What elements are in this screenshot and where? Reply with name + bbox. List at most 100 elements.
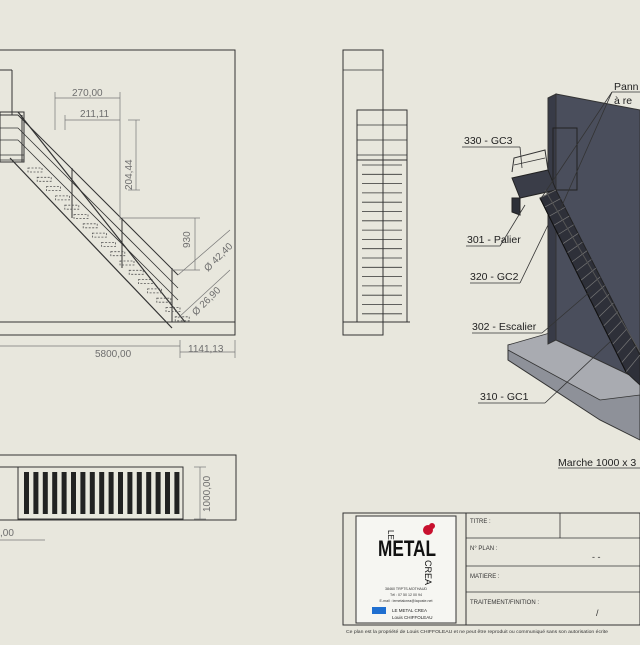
- hidden-step: [55, 195, 70, 201]
- iso-step: [571, 250, 588, 263]
- side-view-frame: [0, 49, 236, 336]
- traitement-value: /: [596, 608, 599, 618]
- hidden-step: [92, 232, 107, 238]
- iso-step: [548, 207, 566, 217]
- logo-company: LE METAL CREA: [392, 608, 427, 613]
- handrail: [17, 114, 179, 276]
- label-titre: TITRE :: [470, 519, 491, 525]
- callout-escalier: 302 - Escalier: [472, 321, 537, 333]
- label-plan: N° PLAN :: [470, 546, 498, 552]
- logo-line3: CREA: [423, 560, 433, 585]
- logo-line2: METAL: [378, 536, 436, 561]
- plan-tread: [165, 472, 170, 514]
- hidden-step: [147, 288, 163, 294]
- iso-step-lines: [539, 189, 640, 373]
- callout-gc1: 310 - GC1: [480, 391, 529, 403]
- hidden-step: [101, 241, 116, 247]
- callout-gc3: 330 - GC3: [464, 135, 513, 147]
- iso-step: [575, 259, 592, 272]
- isometric-view: [507, 93, 640, 441]
- logo-address2: Tél : 07 50 12 00 94: [390, 593, 422, 597]
- hidden-step: [119, 260, 135, 266]
- landing-platform: [0, 111, 25, 163]
- iso-step: [580, 267, 597, 281]
- plan-tread: [61, 472, 67, 514]
- logo-address1: 38460 TRPTS-MOTHAUD: [385, 587, 427, 591]
- iso-step: [566, 241, 583, 254]
- plan-tread: [127, 472, 133, 514]
- hidden-step: [128, 269, 144, 275]
- plan-tread: [108, 472, 114, 514]
- callout-palier: 301 - Palier: [467, 234, 521, 246]
- callout-gc2: 320 - GC2: [470, 271, 519, 283]
- plan-tread: [80, 472, 86, 514]
- dim-00: ,00: [0, 528, 14, 539]
- iso-step: [603, 311, 619, 327]
- hidden-step: [64, 204, 80, 210]
- iso-step: [607, 320, 623, 336]
- iso-step: [557, 224, 574, 235]
- front-view: [342, 49, 410, 336]
- plan-tread: [118, 472, 123, 514]
- plan-stair: [17, 466, 184, 520]
- plan-tread: [71, 472, 76, 514]
- copyright-footer: Ce plan est la propriété de Louis CHIFFO…: [346, 629, 608, 634]
- dim-270: 270,00: [72, 88, 103, 99]
- logo-person: Louis CHIFFOLEAU: [392, 615, 433, 620]
- front-step-lines: [362, 164, 402, 315]
- side-view-dimension-text: 270,00 211,11 204,44 930 Ø 42,40 Ø 26,90…: [72, 88, 236, 360]
- label-traitement: TRAITEMENT/FINITION :: [470, 600, 539, 606]
- plan-tread: [33, 472, 39, 514]
- plan-view-dimension-text: 1000,00 ,00: [0, 475, 213, 539]
- hidden-step: [46, 186, 61, 192]
- hidden-step: [137, 279, 153, 285]
- logo-line1: LE: [386, 530, 395, 540]
- dim-phi26: Ø 26,90: [190, 285, 223, 318]
- iso-step: [562, 233, 579, 245]
- iso-step: [625, 354, 640, 373]
- side-view-dimensions: [0, 92, 236, 358]
- iso-step: [612, 328, 627, 345]
- handrail-mid: [17, 127, 179, 289]
- front-stair-flight: [356, 159, 408, 323]
- stringer-bottom: [9, 157, 173, 329]
- plan-tread: [155, 472, 161, 514]
- label-matiere: MATIERE :: [470, 574, 500, 580]
- hidden-step-lines: [27, 167, 190, 322]
- callout-leaders: [462, 91, 640, 469]
- iso-step: [553, 215, 570, 226]
- iso-handrail: [544, 189, 640, 353]
- iso-door: [552, 127, 578, 191]
- plan-tread-lines: [24, 472, 180, 514]
- logo-panel: [355, 515, 457, 624]
- iso-step: [621, 346, 636, 364]
- dim-1141: 1141,13: [188, 344, 224, 355]
- callout-panneau-line1: Pann: [614, 81, 639, 93]
- iso-step: [616, 337, 632, 354]
- iso-step: [598, 302, 614, 318]
- plan-tread: [52, 472, 58, 514]
- logo-address3: E-mail : lemetalcrea@laposte.net: [380, 599, 433, 603]
- dim-5800: 5800,00: [95, 349, 132, 360]
- plan-tread: [174, 472, 180, 514]
- plan-value: - -: [592, 552, 601, 562]
- callout-marche: Marche 1000 x 3: [558, 457, 636, 469]
- hidden-step: [174, 316, 190, 322]
- plan-tread: [136, 472, 142, 514]
- hidden-step: [82, 223, 98, 229]
- dim-1000: 1000,00: [202, 475, 213, 512]
- iso-step: [594, 293, 610, 309]
- title-block: LE METAL CREA 38460 TRPTS-MOTHAUD Tél : …: [342, 512, 640, 634]
- hidden-step: [165, 307, 181, 312]
- dim-211: 211,11: [80, 109, 110, 120]
- plan-view: [0, 454, 237, 541]
- metal-crea-logo: LE METAL CREA 38460 TRPTS-MOTHAUD Tél : …: [372, 523, 436, 620]
- hidden-step: [27, 167, 43, 173]
- callout-labels: 330 - GC3 301 - Palier 320 - GC2 302 - E…: [464, 81, 639, 469]
- hidden-step: [73, 214, 89, 219]
- plan-tread: [99, 472, 105, 514]
- dim-phi42: Ø 42,40: [202, 241, 235, 274]
- hidden-step: [110, 251, 126, 257]
- stringer-top: [17, 111, 186, 323]
